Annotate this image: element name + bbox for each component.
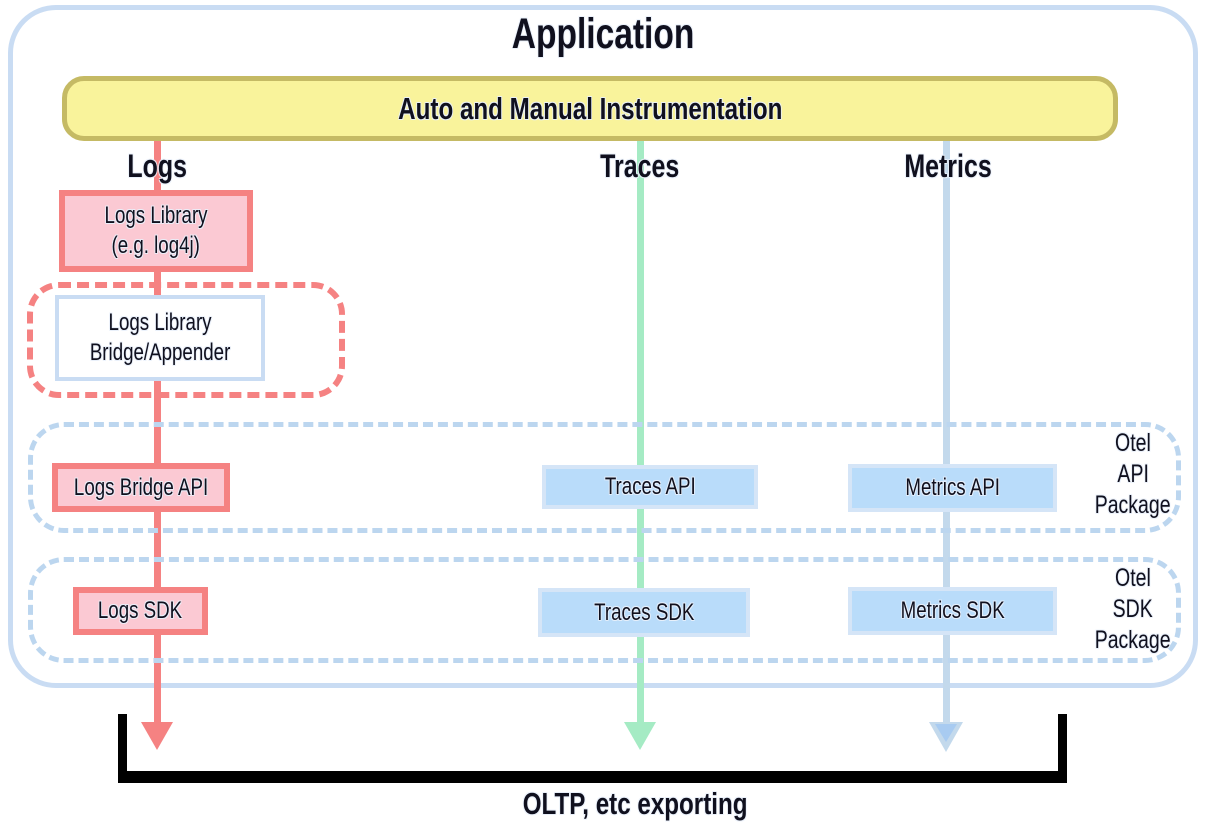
logs-bridge-api-box: Logs Bridge API [52, 463, 230, 512]
metrics-api-box: Metrics API [848, 464, 1057, 512]
traces-arrowhead-icon [624, 722, 656, 750]
column-header-metrics: Metrics [904, 148, 992, 184]
bracket-bottom [118, 771, 1067, 783]
traces-flow-line [637, 141, 644, 723]
column-header-logs: Logs [127, 148, 187, 184]
logs-library-bridge-box: Logs Library Bridge/Appender [55, 295, 265, 381]
export-label: OLTP, etc exporting [522, 786, 748, 821]
metrics-sdk-box: Metrics SDK [848, 587, 1057, 635]
otel-api-package-label: Otel API Package [1095, 429, 1171, 519]
metrics-arrowhead-inner-icon [935, 724, 957, 742]
otel-sdk-package-container [28, 557, 1181, 663]
instrumentation-bar: Auto and Manual Instrumentation [62, 76, 1118, 141]
application-title-text: Application [512, 10, 695, 58]
logs-bridge-dashed-container [27, 282, 345, 398]
bracket-left [118, 714, 127, 783]
logs-sdk-box: Logs SDK [73, 587, 208, 635]
traces-sdk-box: Traces SDK [538, 588, 750, 637]
otel-sdk-package-label: Otel SDK Package [1095, 564, 1171, 654]
column-header-traces: Traces [600, 148, 680, 184]
logs-library-box: Logs Library (e.g. log4j) [59, 190, 253, 272]
logs-flow-line [154, 141, 161, 723]
otel-api-package-container [28, 422, 1181, 533]
traces-api-box: Traces API [542, 465, 758, 509]
application-title: Application [0, 10, 1207, 59]
instrumentation-label: Auto and Manual Instrumentation [397, 90, 783, 126]
bracket-right [1058, 714, 1067, 783]
metrics-flow-line [943, 141, 950, 723]
logs-arrowhead-icon [141, 722, 173, 750]
